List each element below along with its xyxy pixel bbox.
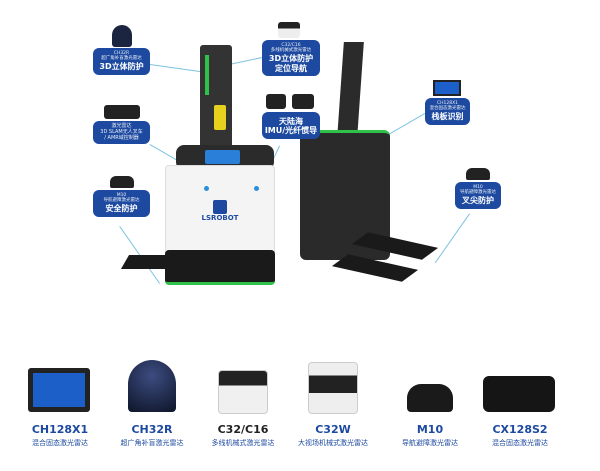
- callout-desc: 激光雷达 3D SLAM无人叉车 / AMR域控制器: [100, 123, 143, 141]
- product-image-c32w: [308, 362, 358, 414]
- callout-desc: 混合固态激光雷达: [429, 106, 466, 112]
- callout-feature: 3D立体防护 定位导航: [268, 54, 314, 73]
- callout-model: M10: [473, 185, 483, 190]
- product-desc: 混合固态激光雷达: [32, 439, 88, 447]
- c32-sensor-image: [278, 22, 300, 38]
- product-label: M10 导航避障激光雷达: [380, 423, 480, 448]
- callout-feature: 叉尖防护: [462, 196, 494, 206]
- product-label: CH128X1 混合固态激光雷达: [10, 423, 110, 448]
- imu-image: [266, 94, 286, 109]
- imu-image: [292, 94, 314, 109]
- connector-line: [434, 213, 470, 264]
- product-image-cx128s2: [483, 376, 555, 412]
- product-image-ch128x1: [28, 368, 90, 412]
- product-desc: 多线机械式激光雷达: [211, 439, 275, 447]
- callout-feature: 3D立体防护: [99, 62, 144, 72]
- product-desc: 大视场机械式激光雷达: [298, 439, 368, 447]
- callout-desc: 超广角补盲激光雷达: [101, 56, 142, 62]
- product-name: CH32R: [131, 423, 173, 436]
- product-desc: 导航避障激光雷达: [402, 439, 458, 447]
- product-name: CH128X1: [31, 423, 89, 436]
- callout-feature: 安全防护: [105, 204, 138, 214]
- callout-desc: 导航避障激光雷达: [460, 190, 496, 196]
- product-name: CX128S2: [492, 423, 548, 436]
- callout-model: M10: [116, 193, 127, 198]
- callout-model: CH32R: [113, 51, 130, 56]
- product-label: C32W 大视场机械式激光雷达: [283, 423, 383, 448]
- callout-ch32r: CH32R 超广角补盲激光雷达 3D立体防护: [93, 48, 150, 75]
- product-name: C32/C16: [217, 423, 269, 436]
- product-name: M10: [416, 423, 444, 436]
- product-image-m10: [407, 384, 453, 412]
- product-desc: 混合固态激光雷达: [492, 439, 548, 447]
- product-image-ch32r: [128, 360, 176, 412]
- ch128x1-sensor-image: [433, 80, 461, 96]
- ch32r-sensor-image: [112, 25, 132, 47]
- callout-controller: 激光雷达 3D SLAM无人叉车 / AMR域控制器: [93, 121, 150, 145]
- callout-model: C32/C16: [281, 43, 301, 48]
- callout-m10-fork: M10 导航避障激光雷达 叉尖防护: [455, 182, 501, 209]
- product-label: CX128S2 混合固态激光雷达: [470, 423, 570, 448]
- callout-feature: 栈板识别: [431, 112, 464, 122]
- product-desc: 超广角补盲激光雷达: [120, 439, 184, 447]
- brand-logo: LSROBOT: [200, 200, 240, 222]
- product-image-c32: [218, 370, 268, 414]
- callout-model: CH128X1: [436, 101, 459, 106]
- callout-desc: 导航避障激光雷达: [103, 198, 140, 204]
- brand-text: LSROBOT: [201, 214, 239, 222]
- callout-feature: 天陆海 IMU/光纤惯导: [264, 117, 318, 136]
- callout-desc: 多线机械式激光雷达: [270, 48, 312, 54]
- callout-m10-safety: M10 导航避障激光雷达 安全防护: [93, 190, 150, 217]
- m10-sensor-image: [110, 176, 134, 188]
- product-label: C32/C16 多线机械式激光雷达: [193, 423, 293, 448]
- callout-c32: C32/C16 多线机械式激光雷达 3D立体防护 定位导航: [262, 40, 320, 76]
- callout-imu: 天陆海 IMU/光纤惯导: [262, 112, 320, 140]
- product-name: C32W: [315, 423, 351, 436]
- callout-ch128x1: CH128X1 混合固态激光雷达 栈板识别: [425, 98, 470, 125]
- controller-image: [104, 105, 140, 119]
- m10-sensor-image: [466, 168, 490, 180]
- product-label: CH32R 超广角补盲激光雷达: [102, 423, 202, 448]
